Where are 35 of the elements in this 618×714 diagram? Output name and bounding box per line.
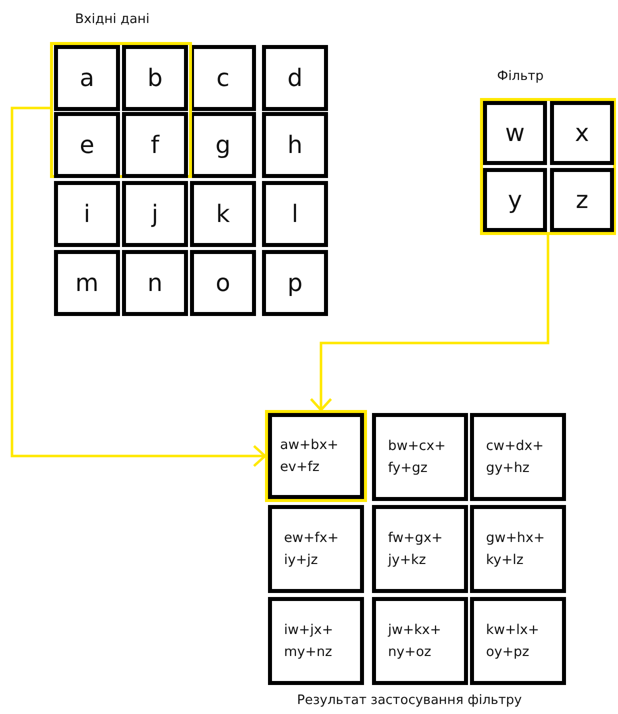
matrix-cell: f	[122, 112, 188, 178]
matrix-cell: z	[550, 168, 614, 232]
arrow	[310, 235, 550, 412]
matrix-cell: i	[54, 181, 120, 247]
caption: Результат застосування фільтру	[297, 693, 522, 708]
matrix-cell: iw+jx+ my+nz	[268, 597, 364, 685]
matrix-cell: x	[550, 101, 614, 165]
highlight-frame	[50, 42, 192, 178]
matrix-cell: w	[483, 101, 547, 165]
matrix-cell: l	[262, 181, 328, 247]
matrix-cell: o	[190, 250, 256, 316]
matrix-cell: k	[190, 181, 256, 247]
matrix-cell: fw+gx+ jy+kz	[372, 505, 468, 593]
matrix-cell: y	[483, 168, 547, 232]
matrix-cell: ew+fx+ iy+jz	[268, 505, 364, 593]
matrix-cell: m	[54, 250, 120, 316]
matrix-cell: g	[190, 112, 256, 178]
matrix-cell: bw+cx+ fy+gz	[372, 413, 468, 501]
matrix-cell: aw+bx+ ev+fz	[265, 410, 367, 502]
matrix-cell: j	[122, 181, 188, 247]
matrix-cell: a	[54, 45, 120, 111]
matrix-cell: kw+lx+ oy+pz	[470, 597, 566, 685]
matrix-cell: e	[54, 112, 120, 178]
grid-heading: Вхідні дані	[75, 12, 150, 27]
grid-heading: Фільтр	[497, 69, 544, 84]
matrix-cell: b	[122, 45, 188, 111]
matrix-cell: n	[122, 250, 188, 316]
matrix-cell: c	[190, 45, 256, 111]
matrix-cell: d	[262, 45, 328, 111]
matrix-cell: gw+hx+ ky+lz	[470, 505, 566, 593]
matrix-cell: h	[262, 112, 328, 178]
arrow	[10, 106, 266, 468]
matrix-cell: jw+kx+ ny+oz	[372, 597, 468, 685]
matrix-cell: p	[262, 250, 328, 316]
matrix-cell: cw+dx+ gy+hz	[470, 413, 566, 501]
